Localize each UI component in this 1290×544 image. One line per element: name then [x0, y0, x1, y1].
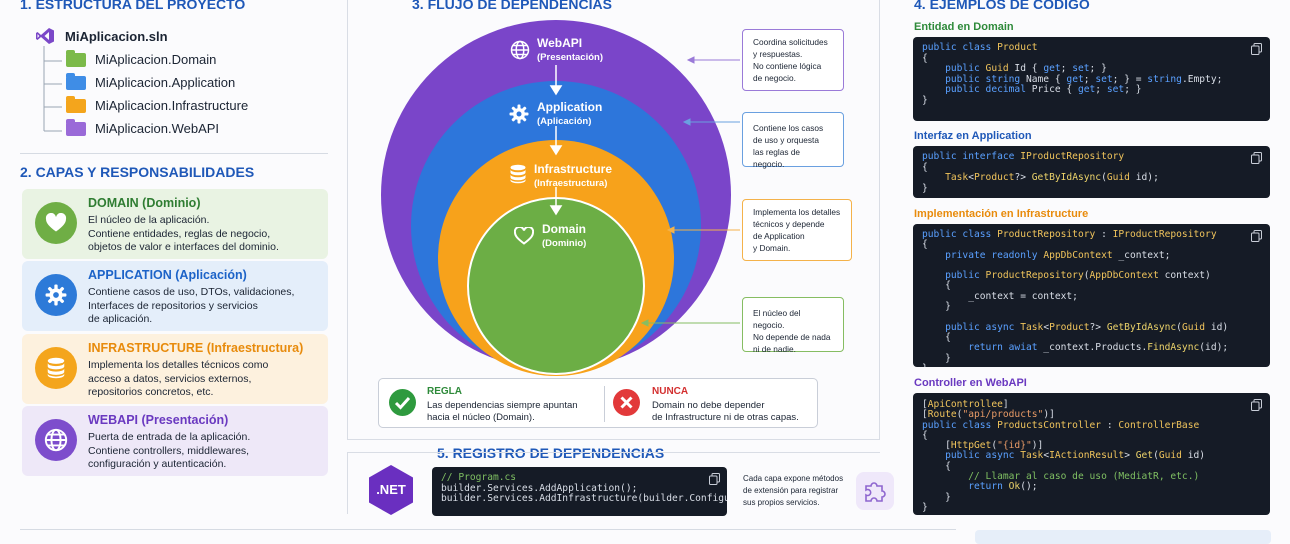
rule-title: REGLA: [427, 386, 462, 397]
puzzle-icon: [865, 482, 886, 502]
never-title: NUNCA: [652, 386, 689, 397]
code-title-application: Interfaz en Application: [914, 130, 1032, 142]
layer-title: INFRASTRUCTURE (Infraestructura): [88, 341, 304, 355]
visual-studio-icon: [36, 28, 54, 44]
gear-icon: [509, 104, 529, 124]
layer-description: Contiene casos de uso, DTOs, validacione…: [88, 286, 295, 325]
folder-icon: [66, 49, 86, 67]
code-block-infrastructure: public class ProductRepository : IProduc…: [913, 224, 1270, 367]
layer-card-webapi: WEBAPI (Presentación) Puerta de entrada d…: [22, 406, 328, 476]
tree-item-label: MiAplicacion.WebAPI: [95, 121, 220, 136]
layer-card-infrastructure: INFRASTRUCTURE (Infraestructura) Implemen…: [22, 334, 328, 404]
layer-title: DOMAIN (Dominio): [88, 196, 201, 210]
footer-box: [975, 530, 1271, 544]
dotnet-logo-text: .NET: [376, 482, 406, 497]
code-title-infrastructure: Implementación en Infrastructure: [914, 208, 1089, 220]
tree-item-application[interactable]: MiAplicacion.Application: [66, 72, 236, 90]
copy-icon[interactable]: [709, 473, 720, 485]
layer-card-application: APPLICATION (Aplicación) Contiene casos d…: [22, 261, 328, 331]
section-title-registry: 5. REGISTRO DE DEPENDENCIAS: [437, 445, 665, 461]
section-title-layers: 2. CAPAS Y RESPONSABILIDADES: [20, 164, 255, 180]
tree-item-label: MiAplicacion.Infrastructure: [95, 98, 249, 113]
tree-item-domain[interactable]: MiAplicacion.Domain: [66, 49, 217, 67]
tree-item-label: MiAplicacion.Domain: [95, 52, 217, 67]
globe-icon: [510, 40, 530, 60]
database-icon: [510, 164, 526, 184]
section-title-structure: 1. ESTRUCTURA DEL PROYECTO: [20, 0, 246, 12]
divider: [604, 386, 605, 422]
folder-icon: [66, 72, 86, 90]
ring-label-infrastructure: Infrastructure(Infraestructura): [534, 162, 613, 189]
code-title-webapi: Controller en WebAPI: [914, 377, 1027, 389]
solution-name: MiAplicacion.sln: [65, 28, 168, 44]
tree-item-webapi[interactable]: MiAplicacion.WebAPI: [66, 118, 220, 136]
layer-title: APPLICATION (Aplicación): [88, 268, 247, 282]
globe-icon: [35, 419, 77, 461]
flow-panel: [347, 0, 880, 440]
ring-label-webapi: WebAPI(Presentación): [537, 36, 603, 63]
tree-lines: [43, 46, 62, 132]
ring-label-domain: Domain(Dominio): [542, 222, 587, 249]
check-icon: [389, 389, 416, 416]
copy-icon[interactable]: [1251, 230, 1262, 242]
database-icon: [35, 347, 77, 389]
tree-item-infrastructure[interactable]: MiAplicacion.Infrastructure: [66, 95, 249, 113]
puzzle-tile: [856, 472, 894, 510]
close-icon: [613, 389, 640, 416]
folder-icon: [66, 118, 86, 136]
divider: [20, 153, 328, 154]
folder-icon: [66, 95, 86, 113]
gear-icon: [35, 274, 77, 316]
section-title-flow: 3. FLUJO DE DEPENDENCIAS: [412, 0, 612, 12]
layer-description: El núcleo de la aplicación.Contiene enti…: [88, 214, 279, 253]
dependency-rings: [381, 20, 740, 376]
registry-panel: [347, 452, 880, 514]
layer-title: WEBAPI (Presentación): [88, 413, 229, 427]
section-title-code: 4. EJEMPLOS DE CÓDIGO: [914, 0, 1090, 12]
heart-icon: [514, 227, 534, 245]
copy-icon[interactable]: [1251, 43, 1262, 55]
ring-label-application: Application(Aplicación): [537, 100, 603, 127]
dotnet-logo: [369, 465, 413, 515]
tree-item-label: MiAplicacion.Application: [95, 75, 236, 90]
copy-icon[interactable]: [1251, 152, 1262, 164]
divider: [20, 529, 956, 530]
layer-description: Puerta de entrada de la aplicación.Conti…: [88, 431, 251, 470]
code-block-webapi: [ApiControllee] [Route("api/products")] …: [913, 393, 1270, 515]
registry-code: // Program.cs builder.Services.AddApplic…: [432, 467, 727, 516]
note-domain: El núcleo del negocio.No depende de nada…: [742, 297, 844, 354]
layer-card-domain: DOMAIN (Dominio) El núcleo de la aplicaci…: [22, 189, 328, 259]
solution-item[interactable]: MiAplicacion.sln: [35, 27, 168, 45]
copy-icon[interactable]: [1251, 399, 1262, 411]
code-block-domain: public class Product { public Guid Id { …: [913, 37, 1270, 121]
code-block-application: public interface IProductRepository { Ta…: [913, 146, 1270, 198]
code-title-domain: Entidad en Domain: [914, 21, 1014, 33]
heart-icon: [35, 202, 77, 244]
